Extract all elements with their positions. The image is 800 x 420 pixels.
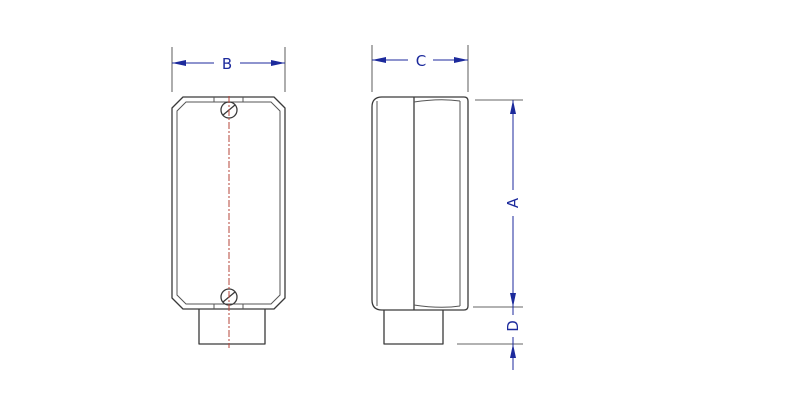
side-body-outline [371, 96, 469, 311]
dimension-c-label: C [416, 52, 426, 70]
dimension-a-label: A [504, 197, 522, 208]
front-body-outline [171, 96, 286, 310]
dimension-c: C [371, 45, 469, 92]
side-top-curve [413, 99, 461, 103]
front-view [171, 96, 286, 348]
dimension-b-label: B [222, 55, 232, 73]
front-body-inner-bevel [176, 101, 281, 305]
dimension-d: D [457, 307, 523, 370]
dimension-b: B [171, 47, 286, 92]
dimension-a: A [473, 99, 523, 308]
side-view [371, 96, 469, 345]
side-bottom-curve [413, 304, 461, 308]
dimension-d-label: D [504, 320, 522, 332]
side-hub [383, 310, 444, 345]
front-hub [198, 309, 266, 345]
